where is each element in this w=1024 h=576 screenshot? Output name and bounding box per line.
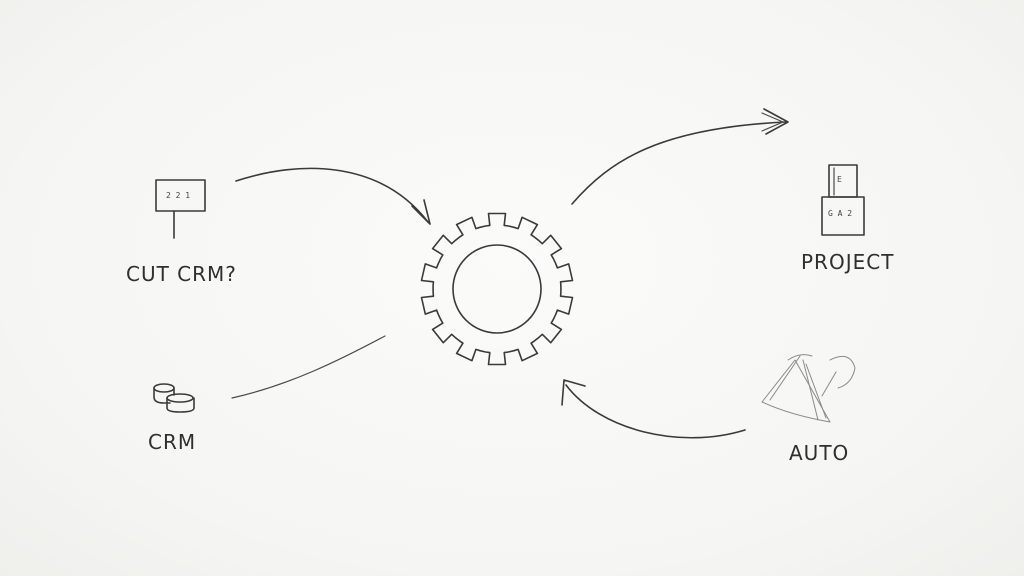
signpost-text: 2 2 1 [166, 191, 190, 200]
gear-icon [420, 212, 574, 366]
traffic-cone-icon [761, 354, 856, 423]
database-icon [153, 383, 195, 413]
project-label: PROJECT [801, 250, 895, 274]
cut-crm-label: CUT CRM? [126, 262, 237, 286]
arrow-gear-to-project [571, 108, 789, 205]
line-crm-to-gear [231, 335, 386, 399]
document-stack-icon: E G A 2 [821, 164, 865, 236]
auto-label: AUTO [789, 441, 850, 465]
document-bottom-text: G A 2 [828, 209, 852, 218]
crm-label: CRM [148, 430, 197, 454]
signpost-icon: 2 2 1 [155, 179, 206, 239]
arrow-cutcrm-to-gear [235, 167, 431, 225]
arrow-auto-to-gear [561, 379, 746, 439]
document-top-text: E [837, 175, 842, 184]
